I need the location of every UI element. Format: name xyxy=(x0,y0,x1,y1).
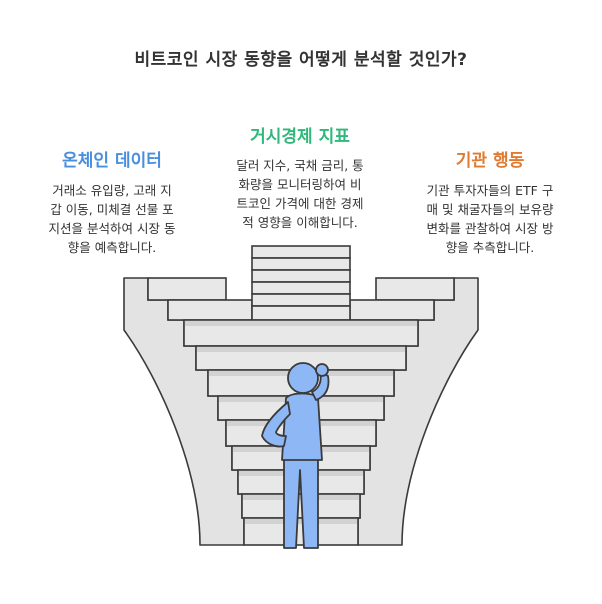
onchain-heading: 온체인 데이터 xyxy=(62,151,162,171)
institutional-description: 기관 투자자들의 ETF 구 매 및 채굴자들의 보유량 변화를 관찰하여 시장… xyxy=(397,181,583,257)
macro-heading: 거시경제 지표 xyxy=(250,127,350,147)
institutional-heading: 기관 행동 xyxy=(455,151,525,171)
institutional-line-3: 변화를 관찰하여 시장 방 xyxy=(426,221,554,236)
institutional-line-4: 향을 추측합니다. xyxy=(445,240,535,255)
macro-line-1: 달러 지수, 국채 금리, 통 xyxy=(236,158,364,173)
onchain-line-4: 향을 예측합니다. xyxy=(67,240,157,255)
diagram-title: 비트코인 시장 동향을 어떻게 분석할 것인가? xyxy=(134,50,468,70)
onchain-line-1: 거래소 유입량, 고래 지 xyxy=(52,183,172,198)
macro-line-4: 적 영향을 이해합니다. xyxy=(242,215,358,230)
macro-line-2: 화량을 모니터링하여 비 xyxy=(238,177,362,192)
person-figure xyxy=(261,362,330,549)
onchain-line-3: 지션을 분석하여 시장 동 xyxy=(48,221,176,236)
institutional-line-1: 기관 투자자들의 ETF 구 xyxy=(426,183,554,198)
onchain-description: 거래소 유입량, 고래 지 갑 이동, 미체결 선물 포 지션을 분석하여 시장… xyxy=(22,181,202,257)
macro-line-3: 트코인 가격에 대한 경제 xyxy=(236,196,364,211)
macro-description: 달러 지수, 국채 금리, 통 화량을 모니터링하여 비 트코인 가격에 대한 … xyxy=(210,156,390,232)
institutional-line-2: 매 및 채굴자들의 보유량 xyxy=(426,202,554,217)
onchain-line-2: 갑 이동, 미체결 선물 포 xyxy=(50,202,174,217)
